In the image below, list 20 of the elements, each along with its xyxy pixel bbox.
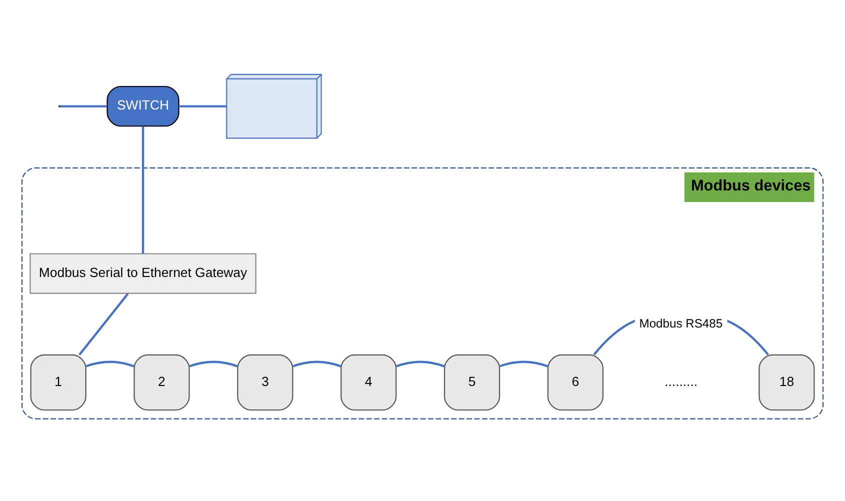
- connector: [396, 360, 445, 367]
- node-box: 18: [758, 354, 815, 410]
- connector: [189, 360, 238, 367]
- connector: [60, 104, 108, 107]
- node-box: 6: [547, 354, 604, 410]
- connector: [178, 104, 226, 107]
- connector: [292, 360, 342, 367]
- node-box: 3: [237, 354, 294, 410]
- node-box: 2: [134, 354, 190, 410]
- label: .........: [664, 373, 698, 388]
- connector: [86, 360, 134, 367]
- connector: [78, 292, 129, 356]
- node-box: 1: [30, 354, 86, 410]
- edge-label: Modbus RS485: [639, 316, 723, 330]
- node-box: 5: [444, 354, 500, 410]
- connector: [500, 360, 548, 367]
- node-box: Modbus Serial to Ethernet Gateway: [30, 252, 256, 294]
- node-box: 4: [340, 354, 397, 410]
- connector: [142, 126, 144, 254]
- node-box: SWITCH: [106, 85, 180, 126]
